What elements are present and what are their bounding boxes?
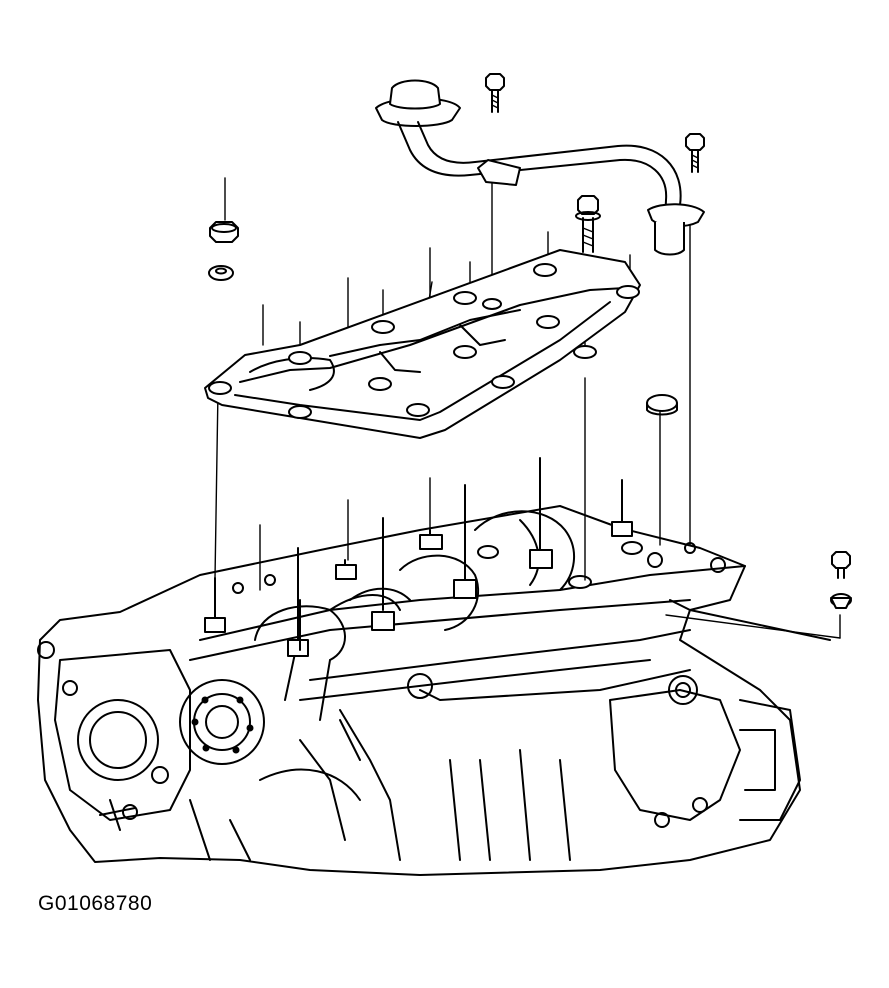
stud bbox=[287, 547, 309, 657]
figure-id: G01068780 bbox=[38, 892, 153, 915]
stud bbox=[453, 484, 477, 599]
main-bearing-studs bbox=[204, 457, 643, 657]
pickup-tube-bolt bbox=[575, 195, 601, 253]
stud bbox=[611, 479, 633, 537]
baffle-nut bbox=[209, 221, 239, 243]
washer bbox=[208, 265, 234, 281]
pickup-tube-bolt bbox=[685, 133, 705, 173]
oil-pump-pickup-tube bbox=[375, 79, 705, 416]
bracket-bolt bbox=[830, 551, 852, 609]
engine-exploded-diagram bbox=[37, 73, 852, 876]
stud bbox=[335, 559, 357, 580]
oil-baffle-plate bbox=[204, 249, 641, 439]
stud bbox=[371, 517, 395, 631]
stud bbox=[419, 529, 443, 550]
engine-block bbox=[37, 505, 831, 876]
pickup-tube-bolt bbox=[485, 73, 505, 113]
stud bbox=[204, 577, 226, 633]
stud bbox=[529, 457, 553, 569]
